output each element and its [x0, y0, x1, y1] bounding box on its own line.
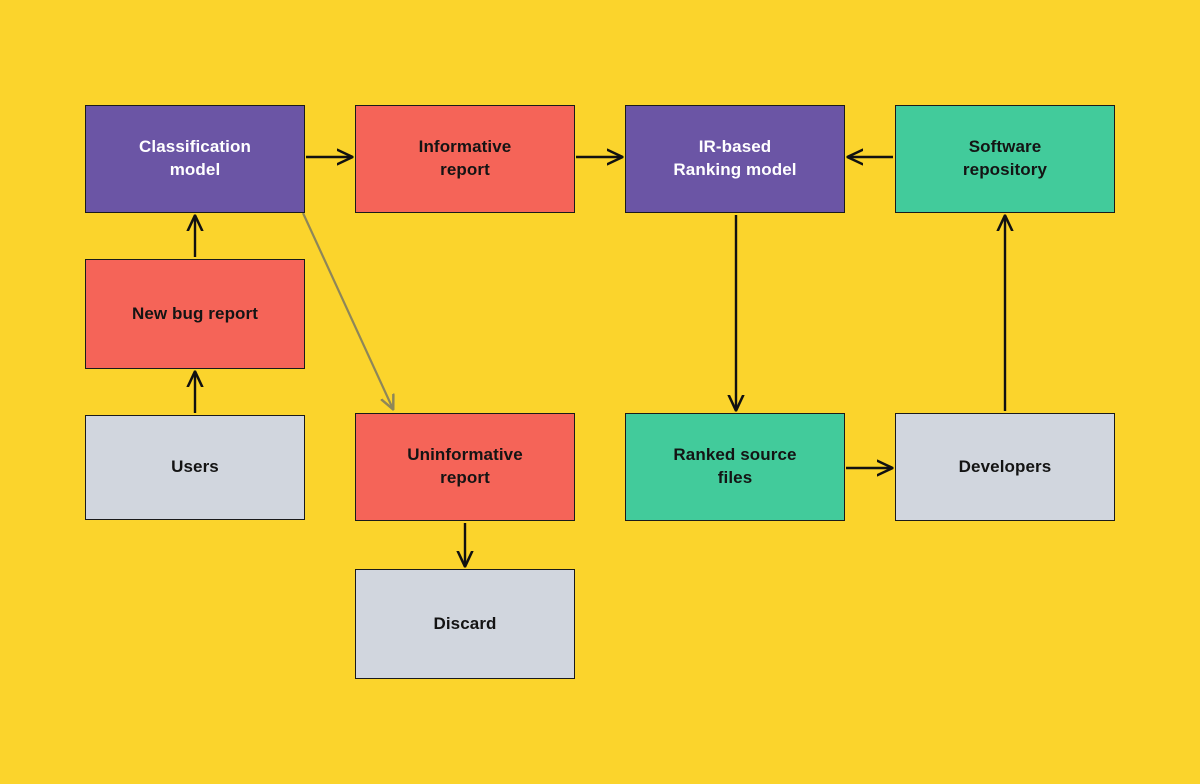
- node-label: IR-based Ranking model: [673, 137, 797, 179]
- node-software-repository[interactable]: Software repository: [895, 105, 1115, 213]
- edge-classification-to-uninformative: [302, 212, 393, 409]
- node-discard[interactable]: Discard: [355, 569, 575, 679]
- node-users[interactable]: Users: [85, 415, 305, 520]
- node-developers[interactable]: Developers: [895, 413, 1115, 521]
- node-classification-model[interactable]: Classification model: [85, 105, 305, 213]
- node-ranked-source-files[interactable]: Ranked source files: [625, 413, 845, 521]
- node-label: New bug report: [131, 303, 259, 323]
- node-label: Ranked source files: [673, 445, 797, 487]
- node-label: Informative report: [418, 137, 512, 179]
- node-informative-report[interactable]: Informative report: [355, 105, 575, 213]
- node-label: Classification model: [139, 137, 251, 179]
- node-label: Developers: [958, 456, 1052, 476]
- node-label: Uninformative report: [407, 445, 523, 487]
- node-label: Discard: [433, 613, 497, 633]
- node-new-bug-report[interactable]: New bug report: [85, 259, 305, 369]
- node-label: Users: [171, 457, 219, 477]
- node-label: Software repository: [962, 137, 1048, 179]
- node-ir-based-ranking-model[interactable]: IR-based Ranking model: [625, 105, 845, 213]
- node-uninformative-report[interactable]: Uninformative report: [355, 413, 575, 521]
